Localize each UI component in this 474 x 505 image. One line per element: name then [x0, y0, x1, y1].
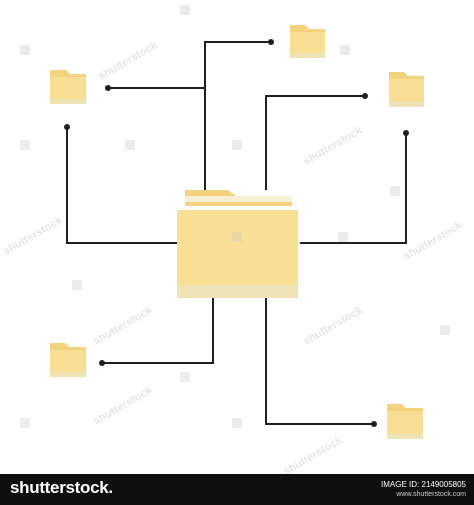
footer-bar: shutterstock. IMAGE ID: 2149005805 www.s… — [0, 474, 474, 505]
watermark-square — [232, 232, 242, 242]
connector-dot-bottom-right — [371, 421, 377, 427]
folder-icon — [387, 404, 423, 439]
site-url: www.shutterstock.com — [396, 491, 466, 498]
connector-lines — [66, 41, 407, 425]
brand-logo: shutterstock. — [10, 478, 113, 497]
diagram-canvas — [50, 25, 424, 439]
connector-dots — [64, 39, 409, 427]
watermark-square — [20, 418, 30, 428]
connector-top — [204, 41, 271, 190]
connector-dot-top-left — [105, 85, 111, 91]
connector-dot-bottom-left — [99, 360, 105, 366]
folder-icon — [50, 70, 86, 104]
watermark-square — [232, 418, 242, 428]
watermark-square — [20, 140, 30, 150]
connector-left — [66, 127, 178, 244]
watermark-square — [340, 45, 350, 55]
watermark-square — [72, 280, 82, 290]
connector-bottom-left — [102, 298, 214, 364]
folder-icon — [290, 25, 325, 58]
watermark-square — [125, 140, 135, 150]
connector-right-top — [265, 95, 365, 190]
connector-dot-left — [64, 124, 70, 130]
folder-icon — [177, 190, 298, 298]
connector-right — [300, 133, 407, 244]
watermark-square — [180, 5, 190, 15]
watermark-square — [180, 372, 190, 382]
watermark-square — [390, 186, 400, 196]
watermark-square — [232, 140, 242, 150]
connector-dot-top — [268, 39, 274, 45]
connector-bottom-right — [265, 298, 374, 425]
watermark-square — [440, 325, 450, 335]
image-id: IMAGE ID: 2149005805 — [381, 480, 466, 489]
watermark-square — [20, 45, 30, 55]
folder-icon — [389, 72, 424, 107]
folder-icon — [50, 343, 86, 377]
watermark-square — [338, 232, 348, 242]
connector-dot-right-top — [362, 93, 368, 99]
connector-dot-right — [403, 130, 409, 136]
